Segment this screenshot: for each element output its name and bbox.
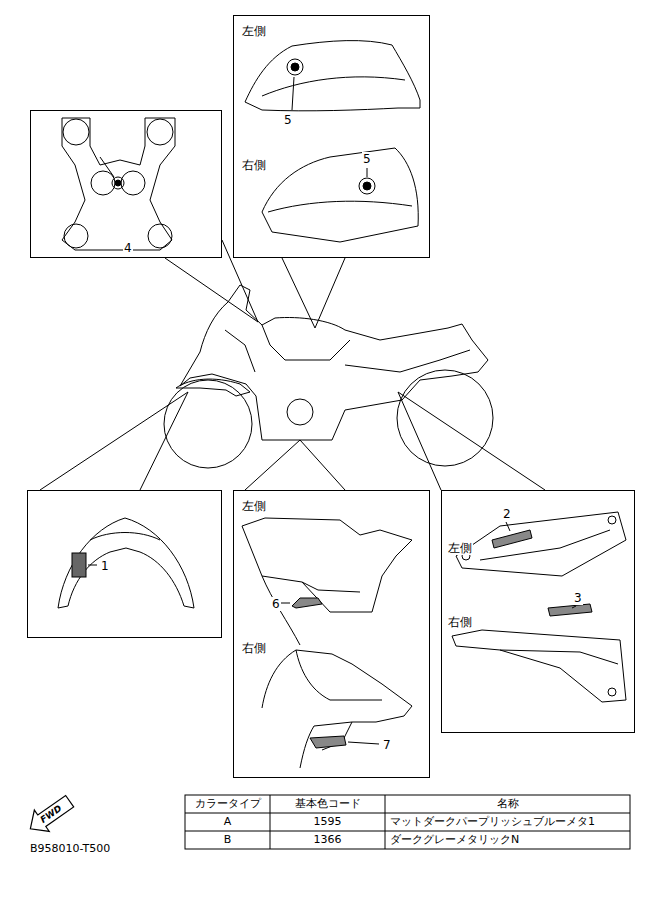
callout-number: 1 (100, 559, 110, 573)
side-heading: 左側 (241, 499, 267, 513)
callout-number: 4 (123, 241, 133, 255)
table-cell: B (185, 831, 270, 849)
motorcycle-outline (164, 285, 493, 468)
callout-number: 2 (502, 507, 512, 521)
table-header: カラータイプ (185, 795, 270, 813)
inset-panel: 左側 5 右側 5 (233, 15, 430, 258)
callout-number: 6 (271, 597, 281, 611)
fuel-tank-cover (245, 41, 420, 242)
table-header: 名称 (385, 795, 630, 813)
side-heading: 右側 (241, 641, 267, 655)
side-heading: 右側 (241, 158, 267, 172)
inset-panel: 左側 2 右側 3 (441, 490, 635, 733)
front-fender (58, 518, 194, 608)
handle-crown (62, 118, 175, 250)
inset-panel: 4 (30, 110, 222, 258)
table-cell: 1595 (270, 813, 385, 831)
table-cell: A (185, 813, 270, 831)
side-cover (452, 512, 626, 702)
inset-panel: 左側 6 右側 7 (233, 490, 430, 778)
color-table-grid (185, 795, 630, 849)
inset-panel: 1 (27, 490, 222, 638)
inset-leader (40, 240, 545, 490)
table-cell: マットダークパープリッシュブルーメタ1 (390, 813, 628, 831)
table-cell: ダークグレーメタリックN (390, 831, 628, 849)
callout-number: 5 (283, 113, 293, 127)
side-heading: 右側 (447, 615, 473, 629)
table-cell: 1366 (270, 831, 385, 849)
callout-number: 7 (382, 738, 392, 752)
callout-number: 5 (362, 152, 372, 166)
callout-number: 3 (573, 591, 583, 605)
side-heading: 左側 (447, 541, 473, 555)
under-cowl (242, 518, 412, 768)
table-header: 基本色コード (270, 795, 385, 813)
forward-arrow-icon (23, 791, 77, 840)
drawing-number: B958010-T500 (30, 842, 150, 856)
side-heading: 左側 (241, 24, 267, 38)
